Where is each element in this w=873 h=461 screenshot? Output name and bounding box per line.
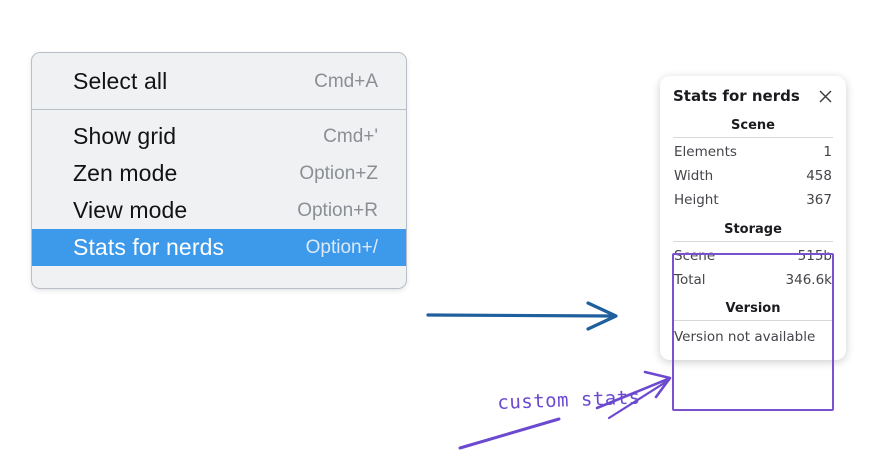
close-icon[interactable] — [817, 88, 834, 105]
stats-section-storage: Storage Scene 515b Total 346.6k — [671, 219, 835, 292]
menu-item-select-all[interactable]: Select all Cmd+A — [32, 63, 406, 100]
stat-key: Width — [674, 168, 714, 185]
stat-value: 346.6k — [785, 271, 832, 288]
stats-panel-header: Stats for nerds — [671, 88, 835, 105]
stat-key: Elements — [674, 144, 737, 160]
version-note: Version not available — [674, 329, 816, 346]
stat-row-storage-total: Total 346.6k — [671, 268, 835, 292]
stat-value: 458 — [806, 168, 832, 185]
section-heading: Version — [725, 301, 781, 317]
menu-group-1: Select all Cmd+A — [32, 53, 406, 109]
stat-row-storage-scene: Scene 515b — [671, 244, 835, 268]
menu-item-label: View mode — [73, 197, 188, 223]
menu-item-shortcut: Option+R — [297, 200, 378, 221]
menu-item-label: Select all — [73, 68, 168, 94]
menu-item-shortcut: Option+/ — [305, 237, 378, 258]
menu-item-label: Zen mode — [73, 160, 178, 186]
menu-item-label: Show grid — [73, 123, 177, 149]
stat-row-height: Height 367 — [671, 188, 835, 212]
stat-row-elements: Elements 1 — [671, 140, 835, 164]
section-heading: Scene — [731, 118, 775, 133]
menu-item-shortcut: Cmd+' — [323, 126, 378, 147]
section-rule — [673, 240, 833, 242]
menu-item-zen-mode[interactable]: Zen mode Option+Z — [32, 155, 406, 192]
section-rule — [673, 137, 833, 138]
stat-row-width: Width 458 — [671, 164, 835, 188]
stat-key: Scene — [674, 247, 716, 264]
stats-section-scene: Scene Elements 1 Width 458 Height 367 — [671, 115, 835, 213]
purple-underline-stroke — [458, 417, 561, 450]
menu-item-shortcut: Option+Z — [299, 163, 378, 184]
stats-section-version: Version Version not available — [671, 298, 835, 348]
stat-value: 515b — [797, 247, 832, 264]
context-menu[interactable]: Select all Cmd+A Show grid Cmd+' Zen mod… — [31, 52, 407, 289]
menu-item-show-grid[interactable]: Show grid Cmd+' — [32, 118, 406, 155]
section-rule — [673, 320, 833, 322]
menu-separator — [32, 109, 406, 110]
custom-stats-annotation-label: custom stats — [497, 386, 642, 414]
menu-group-2: Show grid Cmd+' Zen mode Option+Z View m… — [32, 110, 406, 288]
menu-bottom-padding — [32, 266, 406, 288]
stat-key: Height — [674, 192, 719, 209]
stat-value: 367 — [806, 192, 832, 209]
blue-arrow-menu-to-panel — [426, 301, 618, 331]
menu-item-shortcut: Cmd+A — [314, 71, 378, 92]
stats-panel-title: Stats for nerds — [673, 87, 800, 105]
menu-item-view-mode[interactable]: View mode Option+R — [32, 192, 406, 229]
stats-for-nerds-panel: Stats for nerds Scene Elements 1 Width 4… — [660, 76, 846, 361]
stat-key: Total — [674, 271, 706, 288]
menu-item-label: Stats for nerds — [73, 234, 225, 260]
stat-value: 1 — [823, 144, 832, 160]
section-heading: Storage — [724, 221, 782, 237]
menu-item-stats-for-nerds[interactable]: Stats for nerds Option+/ — [32, 229, 406, 266]
